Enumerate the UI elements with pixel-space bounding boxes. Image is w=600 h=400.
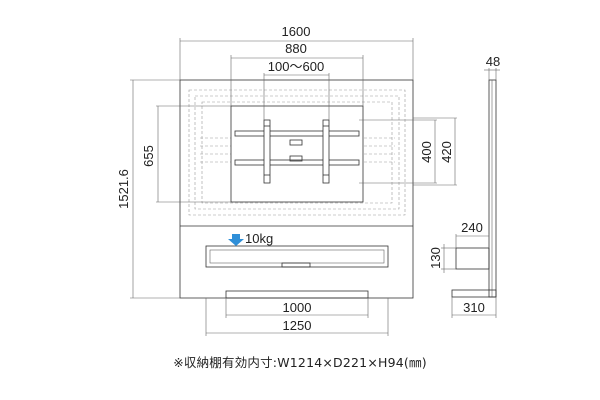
front-view: 10kg 1600 880 100～600 655 1521.6 400: [116, 24, 457, 336]
dim-vesa-range: 100～600: [268, 59, 324, 74]
storage-shelf: [205, 245, 389, 268]
dim-vesa-outer: 880: [285, 41, 307, 56]
tv-silhouette: [188, 89, 406, 216]
side-panel: [488, 79, 497, 298]
dim-base-inner: 1000: [283, 300, 312, 315]
dim-base-outer: 1250: [283, 318, 312, 333]
side-base: [451, 289, 497, 298]
front-panel-outline: [179, 79, 414, 299]
dim-base-depth: 310: [463, 300, 485, 315]
down-arrow-icon: [228, 234, 244, 246]
dim-vesa-420: 420: [439, 141, 454, 163]
shelf-handle: [281, 262, 311, 268]
storage-shelf-footnote: ※収納棚有効内寸:W1214×D221×H94(㎜): [173, 355, 427, 370]
dim-bracket-height: 655: [141, 145, 156, 167]
dim-total-width: 1600: [282, 24, 311, 39]
dim-total-height: 1521.6: [116, 169, 131, 209]
dim-thickness: 48: [486, 54, 500, 69]
shelf-load-label: 10kg: [245, 231, 273, 246]
dim-vesa-400: 400: [419, 141, 434, 163]
tv-mount-plate: [230, 105, 364, 203]
dim-shelf-height: 130: [428, 247, 443, 269]
side-view: 48 240 130 310: [428, 54, 500, 318]
side-shelf: [455, 247, 490, 270]
base-foot: [225, 290, 369, 299]
dim-shelf-depth: 240: [461, 220, 483, 235]
mount-rails: [234, 119, 360, 184]
